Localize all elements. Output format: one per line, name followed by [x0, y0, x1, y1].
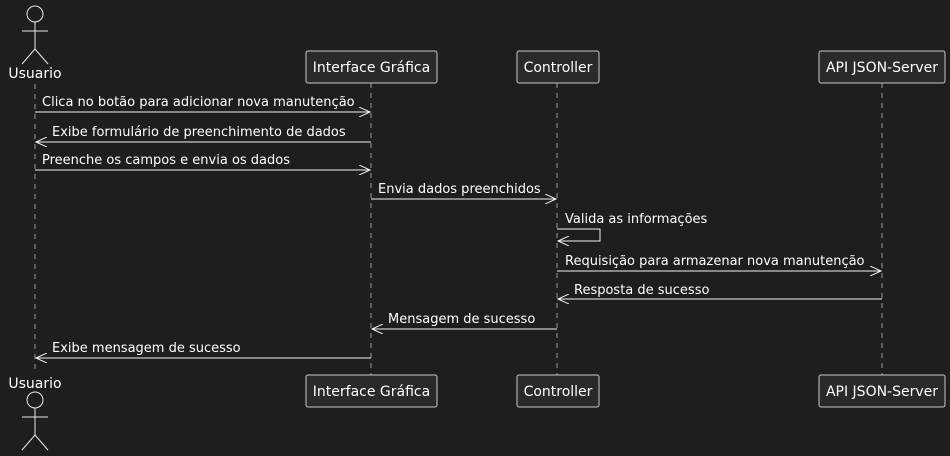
participant-label: Controller [524, 60, 593, 76]
message-label: Valida as informações [565, 212, 708, 227]
message-8: Mensagem de sucesso [372, 312, 557, 329]
message-6: Requisição para armazenar nova manutençã… [557, 254, 881, 271]
participant-api-json-server-top: API JSON-Server [818, 50, 946, 84]
message-label: Requisição para armazenar nova manutençã… [565, 254, 865, 269]
message-2: Exibe formulário de preenchimento de dad… [36, 125, 371, 142]
participant-label: API JSON-Server [826, 384, 938, 400]
participant-label: API JSON-Server [826, 60, 938, 76]
actor-usuario-top: Usuario [8, 5, 62, 82]
message-label: Preenche os campos e envia os dados [42, 153, 290, 168]
message-5-self: Valida as informações [557, 212, 708, 241]
message-7: Resposta de sucesso [558, 283, 882, 299]
participant-controller-top: Controller [516, 50, 600, 84]
message-label: Mensagem de sucesso [388, 312, 535, 327]
actor-label: Usuario [8, 66, 61, 82]
participant-interface-grafica-bottom: Interface Gráfica [305, 374, 438, 408]
message-label: Envia dados preenchidos [378, 182, 541, 197]
participant-api-json-server-bottom: API JSON-Server [818, 374, 946, 408]
participant-interface-grafica-top: Interface Gráfica [305, 50, 438, 84]
message-3: Preenche os campos e envia os dados [35, 153, 370, 170]
participant-label: Interface Gráfica [313, 384, 430, 400]
message-label: Clica no botão para adicionar nova manut… [42, 95, 355, 110]
participant-controller-bottom: Controller [516, 374, 600, 408]
message-9: Exibe mensagem de sucesso [36, 341, 371, 358]
message-label: Resposta de sucesso [574, 283, 709, 298]
actor-icon [21, 5, 49, 65]
participant-label: Interface Gráfica [313, 60, 430, 76]
message-1: Clica no botão para adicionar nova manut… [35, 95, 370, 112]
actor-usuario-bottom: Usuario [8, 376, 62, 451]
actor-label: Usuario [8, 376, 61, 392]
actor-icon [21, 391, 49, 451]
message-label: Exibe formulário de preenchimento de dad… [52, 125, 346, 140]
message-label: Exibe mensagem de sucesso [52, 341, 241, 356]
message-4: Envia dados preenchidos [371, 182, 556, 199]
participant-label: Controller [524, 384, 593, 400]
